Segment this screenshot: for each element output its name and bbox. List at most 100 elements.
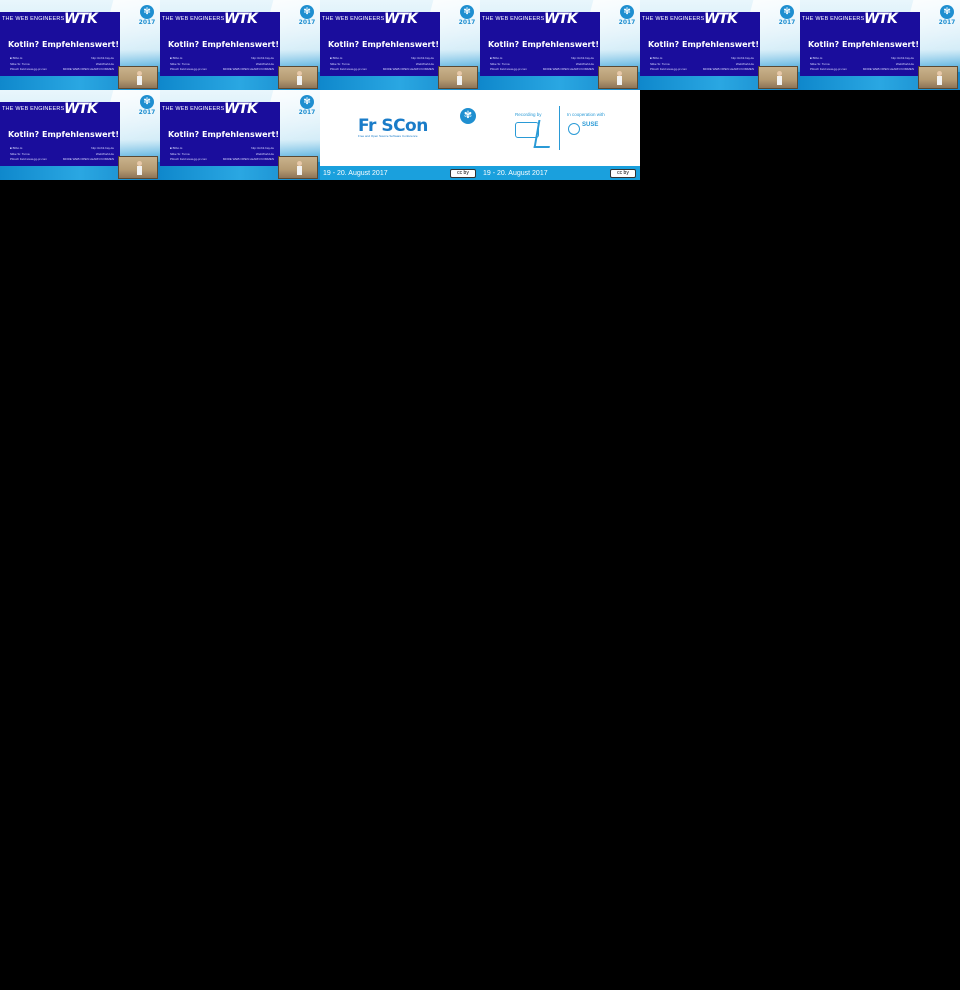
divider (559, 106, 560, 150)
slide-details: ■ Bilbo H.http://orbit.bay.de Silke Sr. … (170, 146, 274, 163)
detail-left: Plüsch Feld www.gg-pr.com (10, 157, 48, 161)
detail-left: Plüsch Feld www.gg-pr.com (810, 67, 848, 71)
speaker-video-inset (918, 66, 958, 89)
detail-right: http://orbit.bay.de (571, 56, 594, 60)
speaker-figure (937, 71, 942, 85)
slide-title: Kotlin? Empfehlenswert! (488, 40, 599, 49)
badge-year: 2017 (938, 19, 956, 26)
wtk-logo: WTK (704, 11, 738, 27)
badge-year: 2017 (458, 19, 476, 26)
detail-left: Silke Sr. Turna (330, 61, 350, 66)
gecko-icon: ✾ (140, 5, 154, 19)
froscon-badge: ✾2017 (938, 5, 956, 26)
slide-thumbnail[interactable]: THE WEB ENGINEERS WTK Kotlin? Empfehlens… (480, 0, 640, 90)
detail-left: Silke Sr. Turna (810, 61, 830, 66)
speaker-video-inset (438, 66, 478, 89)
recording-logo-icon (515, 122, 539, 138)
froscon-badge: ✾2017 (138, 95, 156, 116)
slide-panel (0, 12, 120, 76)
detail-left: ■ Bilbo H. (330, 56, 344, 60)
wtk-logo: WTK (544, 11, 578, 27)
gecko-icon: ✾ (460, 108, 476, 124)
slide-header-text: THE WEB ENGINEERS (2, 16, 65, 22)
detail-right: http://orbit.bay.de (91, 146, 114, 150)
detail-right: WebWorld.de (575, 61, 594, 66)
slide-thumbnail[interactable]: THE WEB ENGINEERS WTK Kotlin? Empfehlens… (0, 0, 160, 90)
date-bar (320, 166, 480, 180)
slide-thumbnail[interactable]: THE WEB ENGINEERS WTK Kotlin? Empfehlens… (0, 90, 160, 180)
cc-license-icon: cc by (610, 169, 636, 178)
detail-left: Plüsch Feld www.gg-pr.com (10, 67, 48, 71)
slide-title: Kotlin? Empfehlenswert! (648, 40, 759, 49)
gecko-icon: ✾ (140, 95, 154, 109)
detail-right: MORE WEB OPEN LEARN KOMMEN (222, 157, 274, 161)
detail-left: Silke Sr. Turna (170, 61, 190, 66)
wtk-logo: WTK (224, 101, 258, 117)
detail-right: MORE WEB OPEN LEARN KOMMEN (702, 67, 754, 71)
detail-right: http://orbit.bay.de (91, 56, 114, 60)
detail-right: http://orbit.bay.de (731, 56, 754, 60)
slide-details: ■ Bilbo H.http://orbit.bay.de Silke Sr. … (170, 56, 274, 73)
detail-right: http://orbit.bay.de (251, 146, 274, 150)
slide-title: Kotlin? Empfehlenswert! (8, 40, 119, 49)
slide-title: Kotlin? Empfehlenswert! (8, 130, 119, 139)
detail-left: Plüsch Feld www.gg-pr.com (490, 67, 528, 71)
speaker-video-inset (758, 66, 798, 89)
froscon-title-slide[interactable]: Fr SCon Free and Open Source Software Co… (320, 90, 480, 180)
slide-thumbnail[interactable]: THE WEB ENGINEERS WTK Kotlin? Empfehlens… (160, 0, 320, 90)
speaker-figure (777, 71, 782, 85)
detail-right: MORE WEB OPEN LEARN KOMMEN (862, 67, 914, 71)
detail-left: Silke Sr. Turna (10, 61, 30, 66)
detail-left: ■ Bilbo H. (490, 56, 504, 60)
detail-right: MORE WEB OPEN LEARN KOMMEN (382, 67, 434, 71)
gecko-icon: ✾ (620, 5, 634, 19)
speaker-figure (137, 71, 142, 85)
badge-year: 2017 (138, 19, 156, 26)
slide-panel (0, 102, 120, 166)
detail-right: WebWorld.de (415, 61, 434, 66)
detail-right: MORE WEB OPEN LEARN KOMMEN (542, 67, 594, 71)
speaker-video-inset (118, 66, 158, 89)
detail-left: ■ Bilbo H. (810, 56, 824, 60)
date-bar (480, 166, 640, 180)
recording-figure-icon (533, 120, 555, 148)
gecko-icon: ✾ (460, 5, 474, 19)
detail-right: MORE WEB OPEN LEARN KOMMEN (222, 67, 274, 71)
gecko-icon: ✾ (940, 5, 954, 19)
cc-license-icon: cc by (450, 169, 476, 178)
slide-panel (160, 102, 280, 166)
wtk-logo: WTK (224, 11, 258, 27)
badge-year: 2017 (618, 19, 636, 26)
froscon-subtitle: Free and Open Source Software Conference (358, 134, 418, 138)
speaker-video-inset (278, 156, 318, 179)
froscon-logo: Fr SCon (358, 116, 428, 136)
slide-title: Kotlin? Empfehlenswert! (328, 40, 439, 49)
slide-thumbnail[interactable]: THE WEB ENGINEERS WTK Kotlin? Empfehlens… (160, 90, 320, 180)
detail-right: http://orbit.bay.de (251, 56, 274, 60)
froscon-badge: ✾2017 (618, 5, 636, 26)
detail-right: http://orbit.bay.de (411, 56, 434, 60)
speaker-video-inset (598, 66, 638, 89)
froscon-badge: ✾2017 (298, 95, 316, 116)
detail-left: Plüsch Feld www.gg-pr.com (170, 67, 208, 71)
recording-label: Recording by (515, 112, 542, 117)
detail-right: WebWorld.de (255, 61, 274, 66)
slide-header-text: THE WEB ENGINEERS (802, 16, 865, 22)
slide-header-text: THE WEB ENGINEERS (322, 16, 385, 22)
slide-panel (640, 12, 760, 76)
detail-right: WebWorld.de (735, 61, 754, 66)
slide-details: ■ Bilbo H.http://orbit.bay.de Silke Sr. … (490, 56, 594, 73)
badge-year: 2017 (138, 109, 156, 116)
slide-header-text: THE WEB ENGINEERS (162, 16, 225, 22)
froscon-badge: ✾2017 (458, 5, 476, 26)
detail-right: WebWorld.de (255, 151, 274, 156)
thumbnail-grid: THE WEB ENGINEERS WTK Kotlin? Empfehlens… (0, 0, 960, 180)
slide-thumbnail[interactable]: THE WEB ENGINEERS WTK Kotlin? Empfehlens… (640, 0, 800, 90)
slide-details: ■ Bilbo H. http://orbit.bay.de Silke Sr. … (330, 56, 434, 73)
slide-thumbnail[interactable]: THE WEB ENGINEERS WTK Kotlin? Empfehlens… (800, 0, 960, 90)
slide-header-text: THE WEB ENGINEERS (2, 106, 65, 112)
froscon-partners-slide[interactable]: Recording by In cooperation with SUSE 19… (480, 90, 640, 180)
slide-thumbnail[interactable]: THE WEB ENGINEERS WTK Kotlin? Empfehlens… (320, 0, 480, 90)
detail-left: Silke Sr. Turna (170, 151, 190, 156)
slide-panel (800, 12, 920, 76)
